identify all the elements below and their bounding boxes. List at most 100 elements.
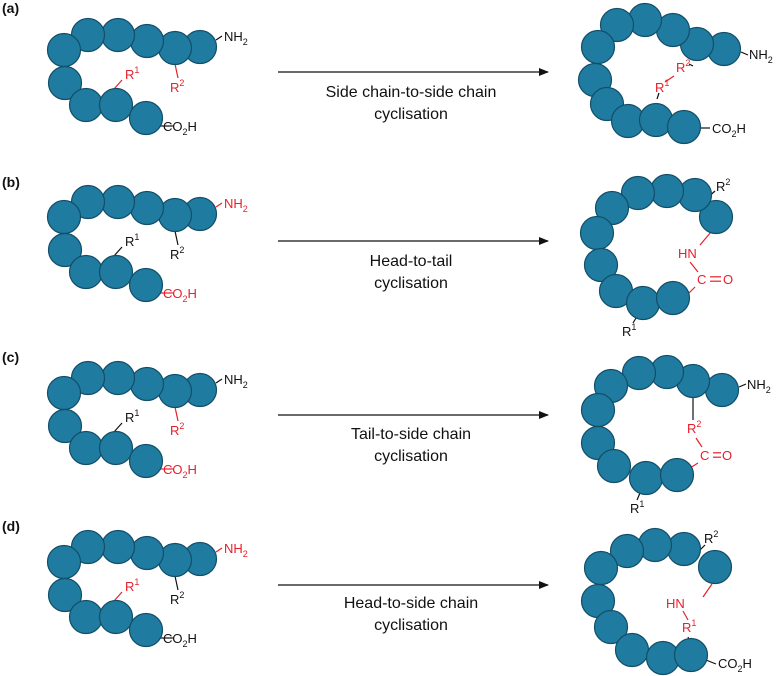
- panel-d-reactant-residue-bead: [129, 535, 165, 571]
- panel-b-reactant-residue-bead: [47, 232, 83, 268]
- panel-c-product-residue-bead: [580, 392, 616, 428]
- panel-d-product-residue-bead: [614, 632, 650, 668]
- panel-b-product-residue-bead: [579, 215, 615, 251]
- r1-bond: [636, 492, 641, 501]
- panel-a-reactant-residue-bead: [47, 65, 83, 101]
- panel-a-label: (a): [2, 0, 19, 16]
- panel-c-product-residue-bead: [704, 372, 740, 408]
- r2-label: R2: [170, 245, 184, 262]
- r1-label: R1: [682, 618, 696, 635]
- panel-d-arrow-text-line2: cyclisation: [374, 617, 448, 634]
- panel-b-product-residue-bead: [655, 280, 691, 316]
- r1-bond: [113, 591, 123, 602]
- panel-c-reactant-residue-bead: [100, 360, 136, 396]
- r1-label: R1: [622, 322, 636, 339]
- panel-c-reactant-residue-bead: [46, 375, 82, 411]
- panel-a-reactant-residue-bead: [68, 87, 104, 123]
- r2-c-bond: [695, 437, 703, 448]
- r1-bond: [656, 92, 660, 100]
- panel-b-product-residue-bead: [620, 175, 656, 211]
- r1-bond: [113, 246, 123, 257]
- r1-label: R1: [125, 232, 139, 249]
- co2h-label: CO2H: [712, 121, 746, 139]
- panel-d-reactant-residue-bead: [46, 544, 82, 580]
- hn-bond: [702, 583, 713, 598]
- r1-label: R1: [125, 577, 139, 594]
- nh2-bond: [215, 202, 223, 208]
- panel-d-reactant-residue-bead: [98, 599, 134, 635]
- panel-a-product-residue-bead: [599, 7, 635, 43]
- r1-label: R1: [125, 65, 139, 82]
- panel-d-product-residue-bead: [583, 550, 619, 586]
- r2-bond: [174, 406, 179, 422]
- panel-d-product-residue-bead: [673, 637, 709, 673]
- panel-d-reactant-residue-bead: [47, 577, 83, 613]
- r1-label: R1: [630, 499, 644, 516]
- panel-a-reactant-residue-bead: [128, 100, 164, 136]
- r2-bond: [174, 575, 179, 591]
- panel-c-product-residue-bead: [621, 355, 657, 391]
- nh2-label: NH2: [224, 372, 248, 390]
- panel-c-reactant-residue-bead: [68, 430, 104, 466]
- amide-n-bond: [699, 231, 712, 246]
- r1-bond: [113, 422, 123, 433]
- co2h-label: CO2H: [163, 286, 197, 304]
- panel-a-reactant-residue-bead: [100, 17, 136, 53]
- co2h-label: CO2H: [163, 462, 197, 480]
- panel-c-product-residue-bead: [659, 457, 695, 493]
- panel-d-product-residue-bead: [666, 531, 702, 567]
- panel-b-product-residue-bead: [583, 247, 619, 283]
- panel-b-arrow-text-line1: Head-to-tail: [370, 253, 453, 270]
- nh2-bond: [215, 378, 223, 384]
- r1-r2-link: [664, 75, 675, 83]
- r2-label: R2: [704, 529, 718, 546]
- panel-d-reactant-residue-bead: [100, 529, 136, 565]
- co2h-bond: [705, 659, 717, 665]
- panel-d-product-residue-bead: [697, 549, 733, 585]
- panel-d-product-residue-bead: [593, 609, 629, 645]
- c-label: C: [700, 448, 709, 463]
- panel-c-arrow-text-line1: Tail-to-side chain: [351, 426, 471, 443]
- r2-label: R2: [170, 78, 184, 95]
- panel-c-reactant-residue-bead: [129, 366, 165, 402]
- panel-b-arrow-text-line2: cyclisation: [374, 275, 448, 292]
- r2-label: R2: [170, 590, 184, 607]
- nh2-label: NH2: [749, 47, 773, 65]
- panel-d-reactant-residue-bead: [128, 612, 164, 648]
- r2-bond: [174, 230, 179, 246]
- panel-b-product-residue-bead: [625, 285, 661, 321]
- nh2-bond: [738, 383, 747, 388]
- r2-bond: [174, 63, 179, 79]
- o-label: O: [722, 448, 732, 463]
- r2-label: R2: [170, 421, 184, 438]
- panel-b-reactant-residue-bead: [129, 190, 165, 226]
- panel-a-product-residue-bead: [627, 2, 663, 38]
- panel-a-reactant-residue-bead: [129, 23, 165, 59]
- panel-d-arrow-text-line1: Head-to-side chain: [344, 595, 478, 612]
- r1-bond: [632, 317, 637, 324]
- o-label: O: [723, 272, 733, 287]
- hn-r1-bond: [682, 610, 689, 621]
- panel-c-label: (c): [2, 349, 19, 365]
- panel-b-product-residue-bead: [698, 199, 734, 235]
- co2h-label: CO2H: [718, 656, 752, 674]
- hn-label: HN: [666, 596, 685, 611]
- nh2-label: NH2: [224, 541, 248, 559]
- panel-b-reactant-residue-bead: [128, 267, 164, 303]
- panel-d-product-residue-bead: [609, 533, 645, 569]
- nh2-label: NH2: [224, 196, 248, 214]
- panel-c-reactant-residue-bead: [98, 430, 134, 466]
- panel-a-arrow-text-line2: cyclisation: [374, 106, 448, 123]
- nh2-bond: [215, 547, 223, 553]
- panel-c-product-residue-bead: [596, 448, 632, 484]
- amide-nc-bond: [689, 261, 699, 273]
